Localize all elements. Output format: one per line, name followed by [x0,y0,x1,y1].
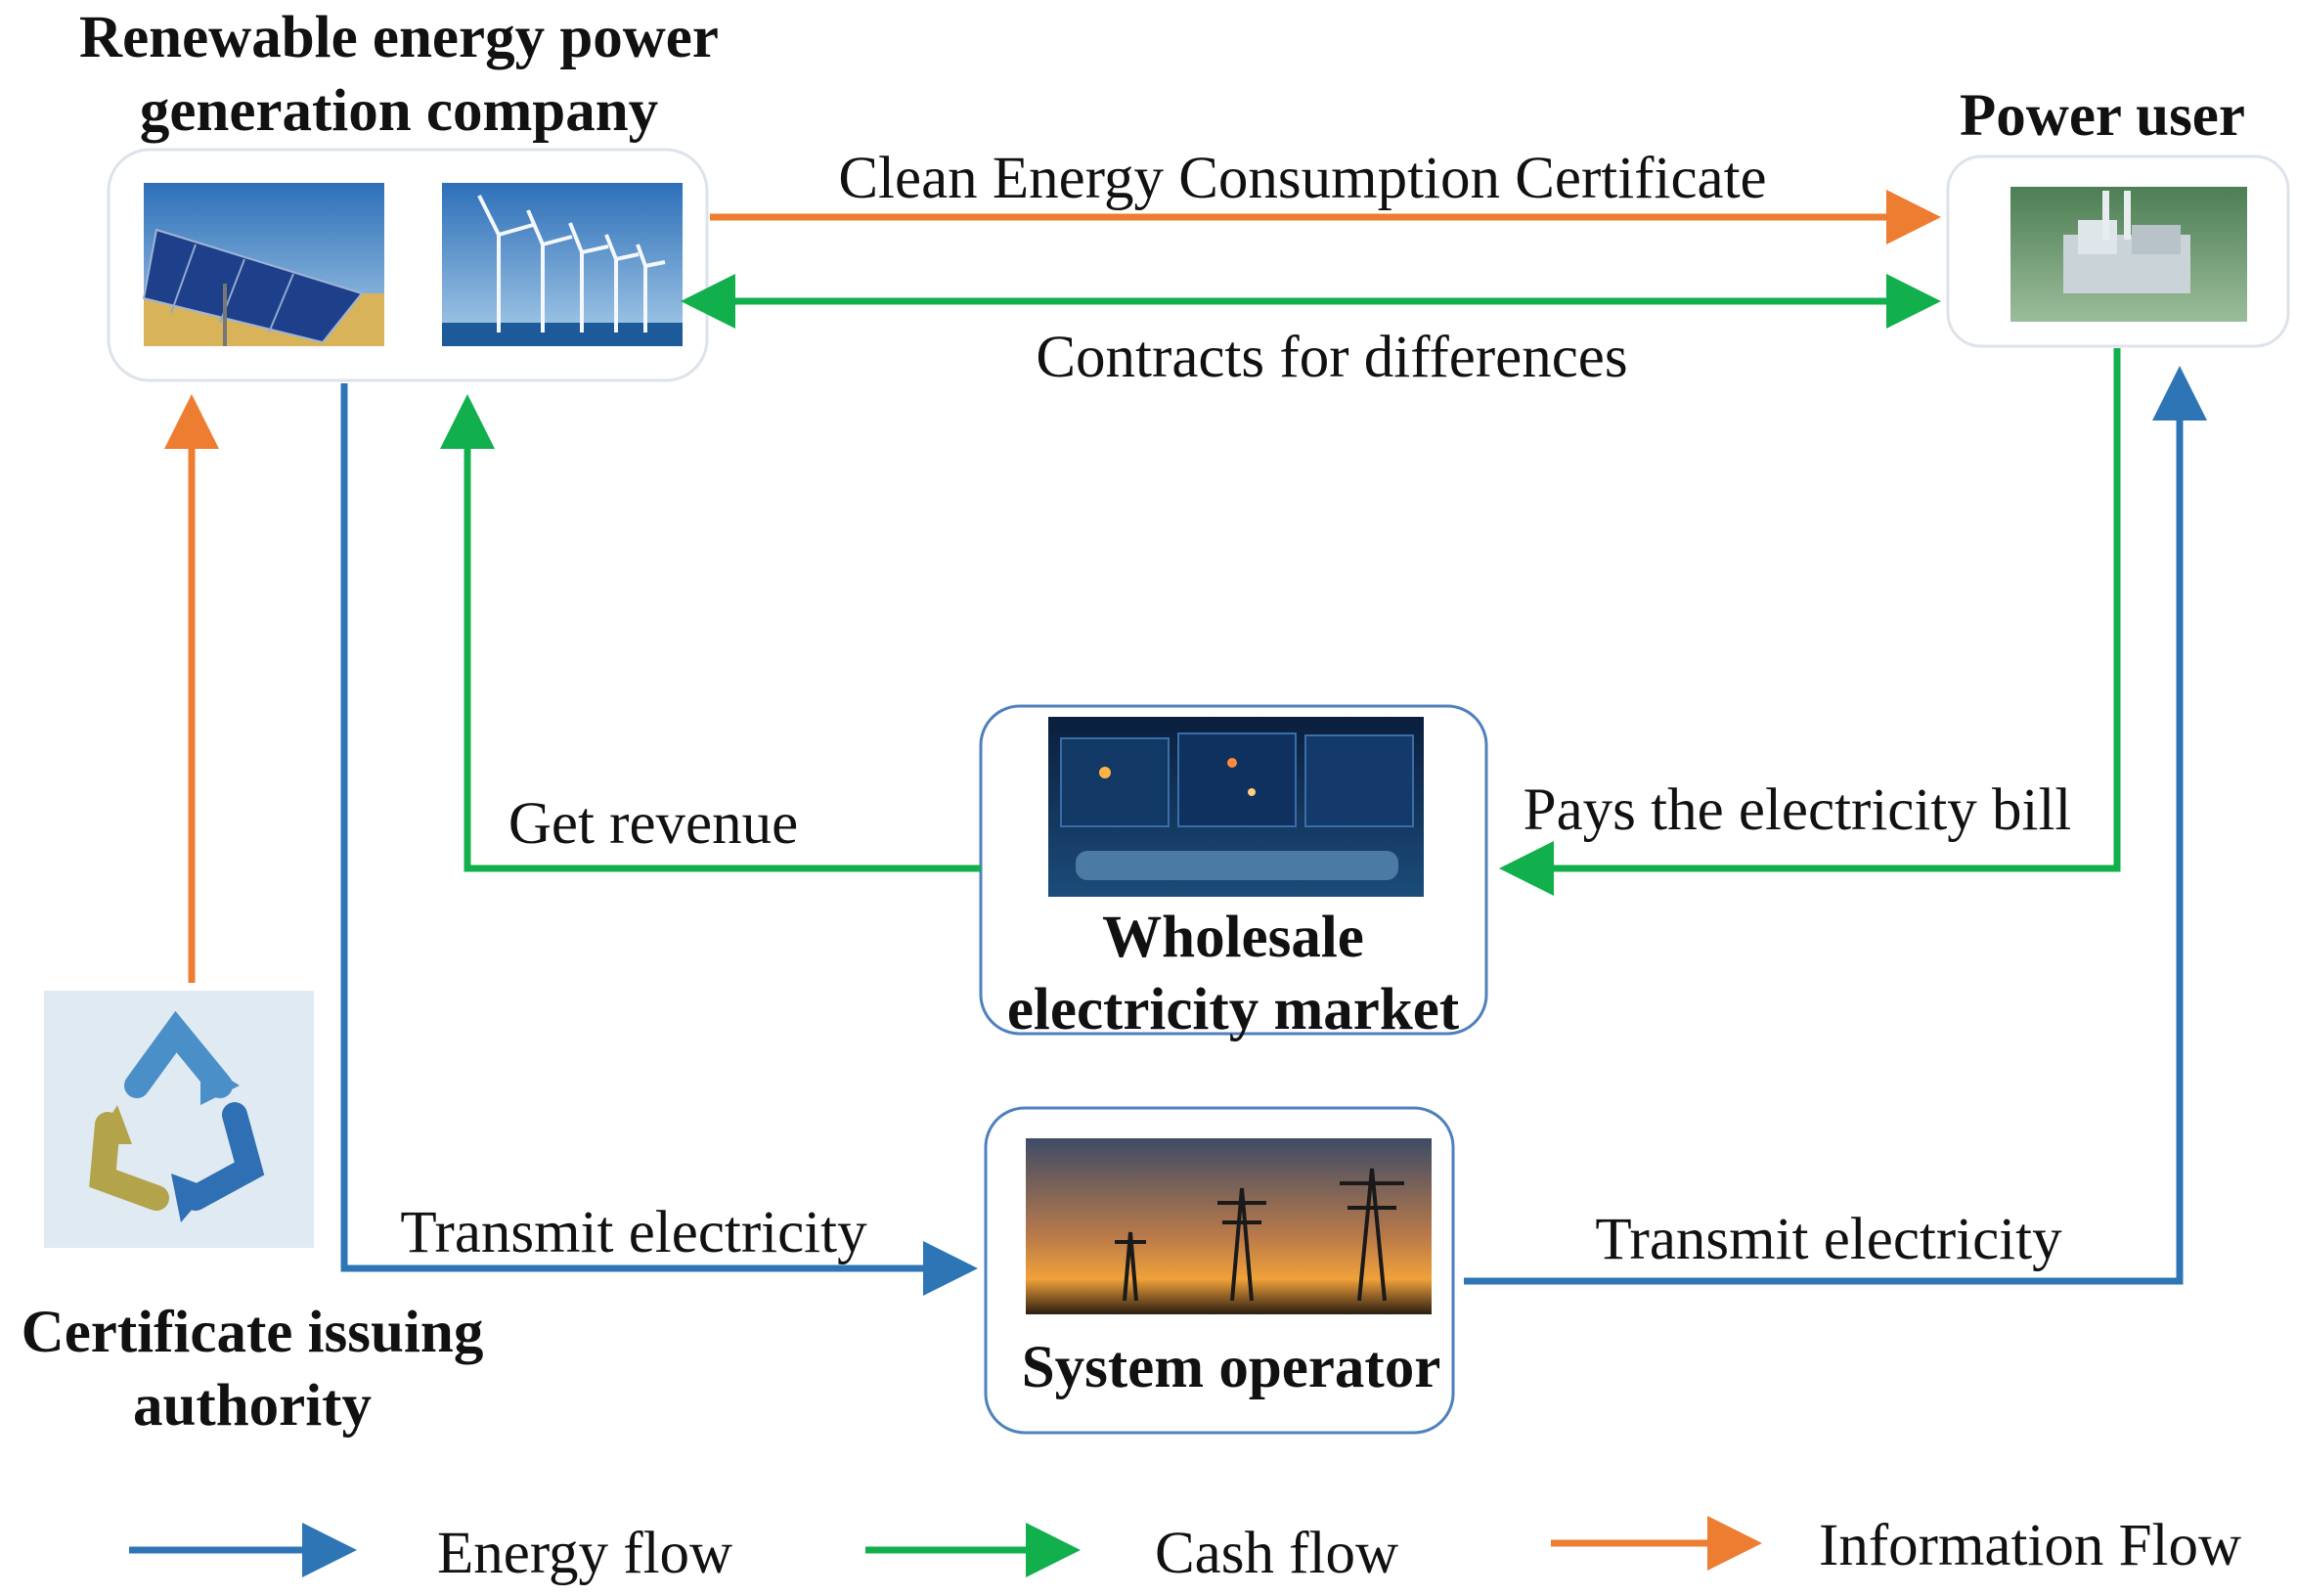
power-user-node: Power user [1946,83,2290,348]
edge-certificate: Clean Energy Consumption Certificate [710,146,1941,244]
edge-contracts: Contracts for differences [681,274,1941,390]
recycle-symbol-icon [44,991,314,1248]
edge-pays-bill: Pays the electricity bill [1499,348,2121,896]
pays-bill-arrow [1499,348,2121,896]
edge-transmit-right: Transmit electricity [1464,366,2207,1285]
industrial-plant-photo [2010,187,2247,322]
transmit-left-label: Transmit electricity [400,1200,867,1265]
system-operator-node: System operator [984,1106,1455,1435]
power-user-title: Power user [1960,83,2245,149]
control-room-photo [1048,717,1424,897]
contracts-label: Contracts for differences [1036,325,1627,390]
certificate-authority-node: Certificate issuing authority [22,991,484,1439]
wholesale-market-node: Wholesale electricity market [979,704,1488,1042]
generator-title-line2: generation company [140,78,658,144]
legend-energy-label: Energy flow [437,1521,732,1586]
edge-get-revenue: Get revenue [440,394,981,872]
legend-cash-label: Cash flow [1155,1521,1398,1586]
get-revenue-arrow [440,394,981,872]
get-revenue-label: Get revenue [508,791,798,857]
legend-information-label: Information Flow [1819,1513,2241,1578]
edge-transmit-left: Transmit electricity [340,383,978,1296]
legend: Energy flow Cash flow Information Flow [129,1513,2241,1586]
system-operator-title: System operator [1022,1335,1441,1400]
wholesale-market-title-line1: Wholesale [1102,905,1364,970]
pays-bill-label: Pays the electricity bill [1524,777,2072,843]
legend-cash: Cash flow [865,1521,1398,1586]
generator-title-line1: Renewable energy power [79,5,719,70]
transmission-towers-photo [1026,1138,1432,1314]
transmit-right-arrow [1464,366,2207,1285]
transmit-right-label: Transmit electricity [1595,1207,2062,1272]
legend-energy: Energy flow [129,1521,732,1586]
wholesale-market-title-line2: electricity market [1007,977,1460,1042]
transmit-left-arrow [340,383,978,1296]
solar-panels-photo [142,183,384,346]
wind-turbines-photo [442,183,683,346]
certificate-label: Clean Energy Consumption Certificate [838,146,1766,211]
certificate-authority-title-line2: authority [133,1373,372,1439]
legend-information: Information Flow [1551,1513,2241,1578]
certificate-authority-title-line1: Certificate issuing [22,1300,484,1365]
generator-node: Renewable energy power generation compan… [79,5,719,382]
